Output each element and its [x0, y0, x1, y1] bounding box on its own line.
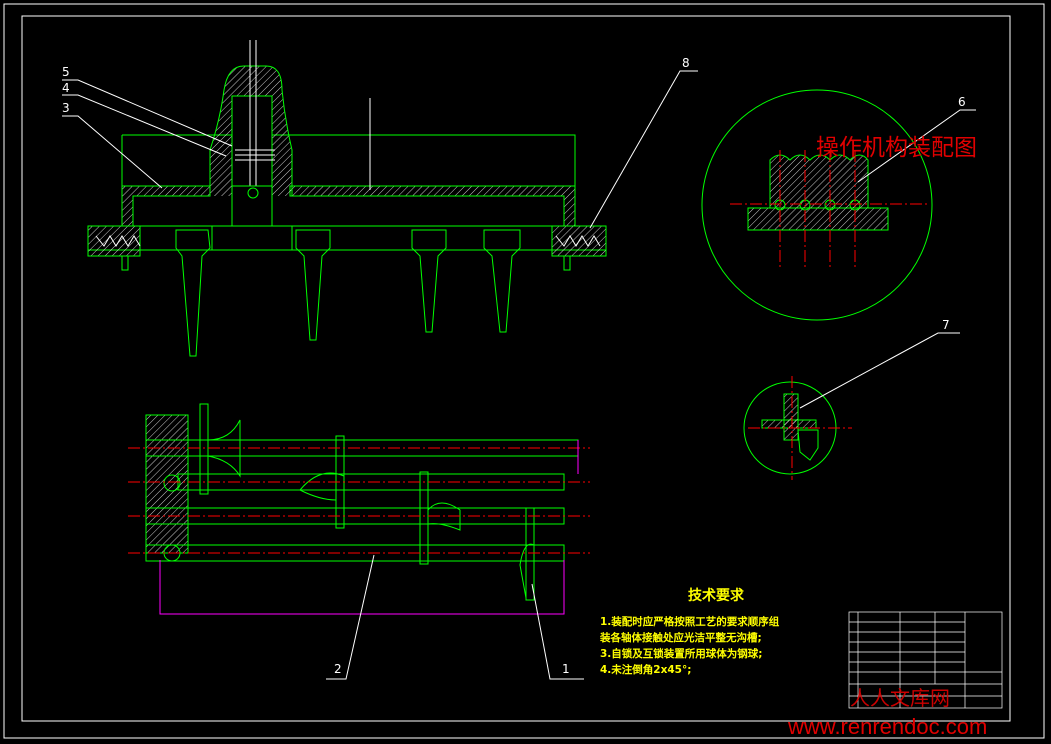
drawing-frame: [3, 3, 1045, 739]
balloon-8: 8: [682, 56, 690, 70]
balloon-5: 5: [62, 65, 70, 79]
balloon-6: 6: [958, 95, 966, 109]
tech-requirements-title: 技术要求: [688, 588, 744, 604]
front-section-view: [87, 40, 607, 357]
tech-note: 3.自锁及互锁装置所用球体为钢球;: [600, 648, 763, 660]
tech-note: 1.装配时应严格按照工艺的要求顺序组: [600, 616, 780, 628]
balloon-1: 1: [562, 662, 570, 676]
detail-view-6: [701, 89, 933, 321]
balloon-4: 4: [62, 81, 70, 95]
watermark-site-name: 人人文库网: [850, 686, 950, 710]
balloon-2: 2: [334, 662, 342, 676]
drawing-title: 操作机构装配图: [816, 135, 977, 161]
tech-requirements-notes: 1.装配时应严格按照工艺的要求顺序组 装各轴体接触处应光洁平整无沟槽; 3.自锁…: [600, 614, 779, 678]
plan-view: [128, 403, 590, 615]
balloon-labels: 5 4 3 8 6 7 2 1: [62, 56, 966, 676]
title-block: [848, 611, 1003, 709]
detail-view-7: [743, 376, 852, 480]
balloon-3: 3: [62, 101, 70, 115]
tech-note: 4.未注倒角2x45°;: [600, 664, 692, 676]
tech-note: 装各轴体接触处应光洁平整无沟槽;: [600, 632, 762, 644]
watermark-url[interactable]: www.renrendoc.com: [788, 714, 988, 739]
leader-lines: [62, 70, 976, 680]
balloon-7: 7: [942, 318, 950, 332]
